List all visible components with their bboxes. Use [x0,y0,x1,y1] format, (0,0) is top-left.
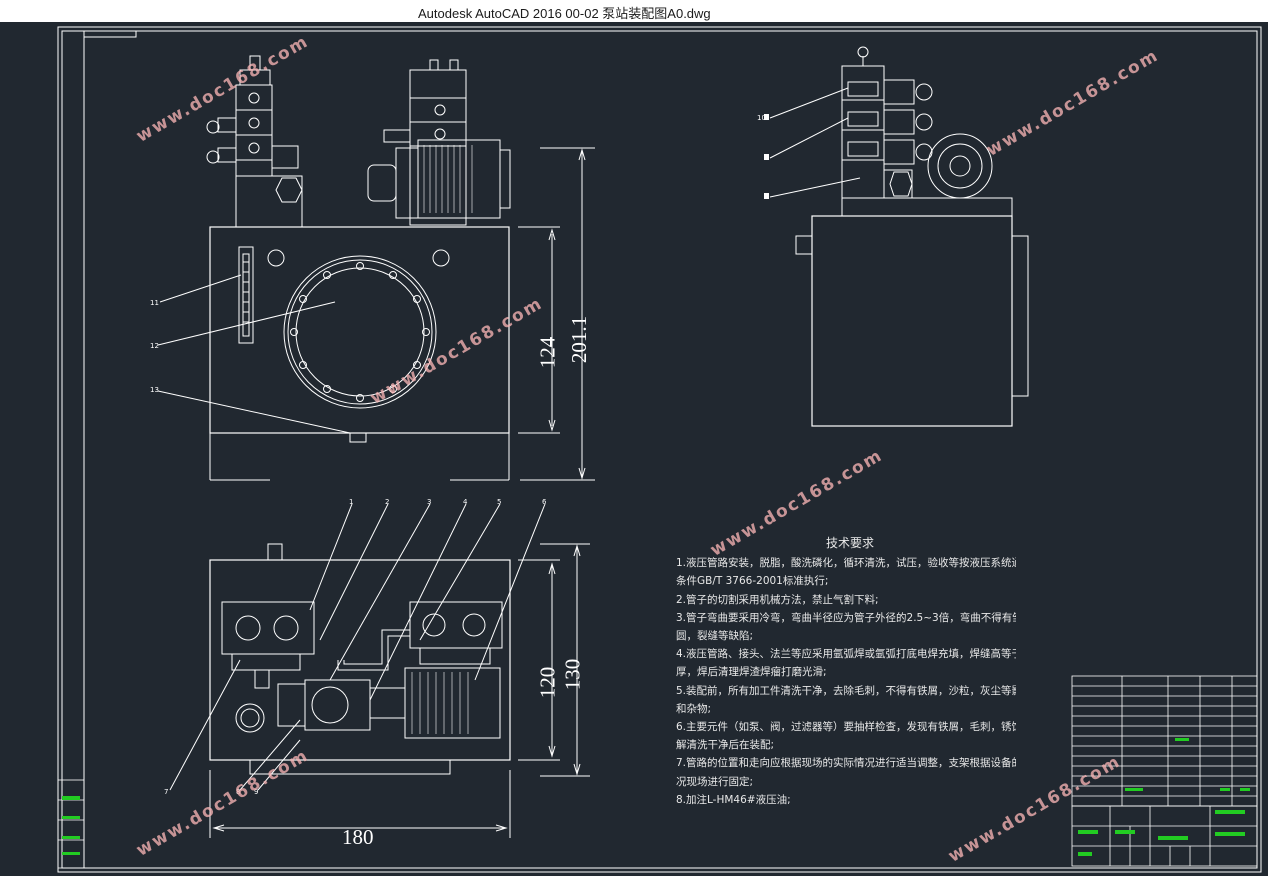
note-line: 8.加注L-HM46#液压油; [676,793,791,806]
note-line: 3.管子弯曲要采用冷弯，弯曲半径应为管子外径的2.5~3倍，弯曲不得有皱纹，褶 [676,611,1016,624]
title-bar: Autodesk AutoCAD 2016 00-02 泵站装配图A0.dwg [0,0,1268,22]
note-line: 6.主要元件（如泵、阀，过滤器等）要抽样检查，发现有铁屑，毛刺，锈蚀等须分 [676,721,1016,734]
dim-total-height: 201.1 [567,315,592,364]
revision-strip-fills [62,796,80,855]
part-label-7: 7 [164,788,169,796]
title-block [1071,675,1258,867]
note-line: 5.装配前，所有加工件清洗干净，去除毛刺，不得有铁屑，沙粒，灰尘等影响清洁 [676,684,1016,697]
part-label-1: 1 [349,498,354,506]
dim-plan-inner-depth: 120 [535,666,560,699]
dim-tank-height: 124 [535,336,560,369]
part-label-11: 11 [150,299,159,307]
note-line: 况现场进行固定; [676,775,754,788]
note-line: 4.液压管路、接头、法兰等应采用氩弧焊或氩弧打底电焊充填，焊缝高等于管子壁 [676,648,1016,661]
part-label-5: 5 [497,498,502,506]
title-block-fills [1078,738,1250,856]
note-line: 解清洗干净后在装配; [676,739,775,752]
technical-notes: 技术要求 1.液压管路安装，脱脂，酸洗磷化，循环清洗，试压，验收等按液压系统通用… [676,534,1016,809]
part-label-12: 12 [150,342,159,350]
part-label-8: 8 [236,788,241,796]
leader-marks [764,114,769,199]
front-view [157,55,595,481]
window-title: Autodesk AutoCAD 2016 00-02 泵站装配图A0.dwg [418,6,711,21]
part-label-9: 9 [254,788,259,796]
note-line: 2.管子的切割采用机械方法，禁止气割下料; [676,593,879,606]
drawing-svg [57,26,1262,873]
note-line: 7.管路的位置和走向应根据现场的实际情况进行适当调整，支架根据设备的具体情 [676,757,1016,770]
part-label-3: 3 [427,498,432,506]
drawing-canvas[interactable]: 124 201.1 120 130 180 11 12 13 1 2 3 4 5… [0,22,1268,876]
note-line: 1.液压管路安装，脱脂，酸洗磷化，循环清洗，试压，验收等按液压系统通用技术 [676,557,1016,570]
note-line: 和杂物; [676,702,712,715]
plan-view [169,503,590,838]
note-line: 圆，裂缝等缺陷; [676,630,754,643]
part-label-13: 13 [150,386,159,394]
technical-notes-title: 技术要求 [825,536,874,550]
note-line: 条件GB/T 3766-2001标准执行; [676,575,829,588]
cover-bolts [290,262,430,402]
side-view [769,46,1029,427]
part-label-6: 6 [542,498,547,506]
part-label-10: 10 [757,114,766,122]
dim-plan-width: 180 [342,825,374,849]
part-label-2: 2 [385,498,390,506]
note-line: 厚，焊后清理焊渣焊瘤打磨光滑; [676,666,827,679]
part-label-4: 4 [463,498,468,506]
dim-plan-outer-depth: 130 [560,658,585,691]
drawing-frame [57,26,1262,873]
